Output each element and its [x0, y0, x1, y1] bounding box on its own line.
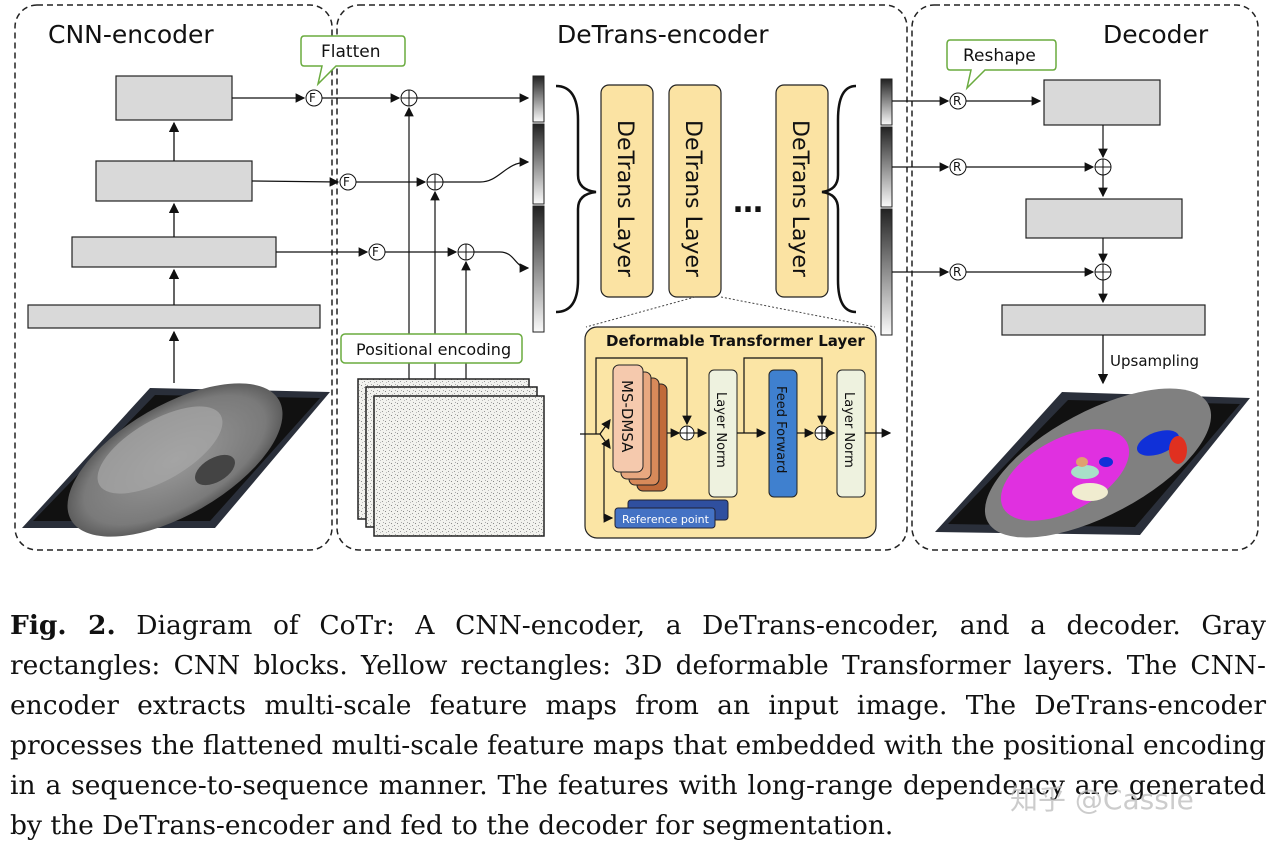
decoder-block-3 — [1001, 304, 1206, 336]
positional-encoding-label: Positional encoding — [356, 340, 511, 359]
caption-text: Diagram of CoTr: A CNN-encoder, a DeTran… — [10, 610, 1266, 841]
detrans-layer-2: DeTrans Layer — [668, 84, 722, 298]
svg-text:Layer Norm: Layer Norm — [841, 392, 856, 468]
cnn-encoder-panel — [14, 4, 333, 551]
output-token-bar-1 — [880, 78, 893, 126]
token-bar-3 — [532, 205, 545, 333]
add-node-3 — [457, 243, 475, 261]
watermark: 知乎 @Cassie — [1010, 783, 1194, 816]
svg-text:DeTrans Layer: DeTrans Layer — [680, 120, 705, 278]
detrans-layer-1: DeTrans Layer — [600, 84, 654, 298]
output-segmentation — [935, 388, 1250, 538]
svg-text:Layer Norm: Layer Norm — [713, 392, 728, 468]
cnn-block-1 — [27, 304, 321, 329]
reshape-op-1: R — [949, 92, 967, 110]
decoder-block-2 — [1025, 198, 1183, 239]
decoder-panel — [911, 4, 1259, 551]
reshape-label: Reshape — [963, 46, 1036, 66]
svg-text:R: R — [953, 160, 961, 174]
svg-text:F: F — [372, 245, 379, 259]
cnn-encoder-title: CNN-encoder — [48, 20, 214, 49]
token-bar-2 — [532, 123, 545, 205]
inset-title: Deformable Transformer Layer — [606, 332, 865, 350]
positional-encoding-callout: Positional encoding — [340, 333, 523, 364]
flatten-op-3: F — [368, 243, 386, 261]
reshape-op-2: R — [949, 158, 967, 176]
svg-text:R: R — [953, 94, 961, 108]
right-brace — [821, 84, 857, 314]
positional-encoding-maps — [357, 378, 545, 537]
input-ct-image — [22, 383, 330, 537]
deformable-transformer-inset: Deformable Transformer Layer MS-DMSA Ref… — [580, 326, 892, 539]
output-token-bar-2 — [880, 126, 893, 208]
flatten-op-1: F — [305, 89, 323, 107]
layer-ellipsis: … — [733, 185, 763, 220]
flatten-op-2: F — [339, 173, 357, 191]
reference-point-block — [614, 507, 716, 529]
figure-caption: Fig. 2. Diagram of CoTr: A CNN-encoder, … — [10, 606, 1266, 846]
svg-text:DeTrans Layer: DeTrans Layer — [787, 120, 812, 278]
detrans-layer-3: DeTrans Layer — [775, 84, 829, 298]
upsampling-label: Upsampling — [1110, 352, 1199, 370]
svg-text:R: R — [953, 265, 961, 279]
cnn-block-3 — [95, 160, 253, 202]
left-brace — [555, 84, 597, 314]
svg-text:DeTrans Layer: DeTrans Layer — [612, 120, 637, 278]
cnn-block-2 — [71, 236, 277, 268]
cnn-block-4 — [115, 75, 233, 121]
reshape-callout: Reshape — [946, 39, 1057, 91]
flatten-label: Flatten — [321, 42, 380, 62]
output-token-bar-3 — [880, 208, 893, 336]
add-node-1 — [400, 89, 418, 107]
detrans-encoder-title: DeTrans-encoder — [557, 20, 769, 49]
add-node-2 — [426, 173, 444, 191]
svg-text:Reference point: Reference point — [622, 513, 710, 526]
svg-text:Feed Forward: Feed Forward — [773, 386, 788, 473]
caption-label: Fig. 2. — [10, 610, 116, 641]
decoder-add-1 — [1094, 158, 1112, 176]
decoder-title: Decoder — [1103, 20, 1209, 49]
reshape-op-3: R — [949, 263, 967, 281]
decoder-block-1 — [1043, 79, 1161, 126]
token-bar-1 — [532, 75, 545, 123]
svg-text:F: F — [343, 175, 350, 189]
svg-text:MS-DMSA: MS-DMSA — [618, 380, 636, 453]
detrans-encoder-panel — [336, 4, 908, 551]
decoder-add-2 — [1094, 263, 1112, 281]
svg-text:F: F — [309, 91, 316, 105]
cotr-figure: CNN-encoder DeTrans-encoder Decoder Flat… — [14, 4, 1259, 551]
flatten-callout: Flatten — [300, 35, 406, 87]
ms-dmsa-block — [612, 364, 644, 473]
